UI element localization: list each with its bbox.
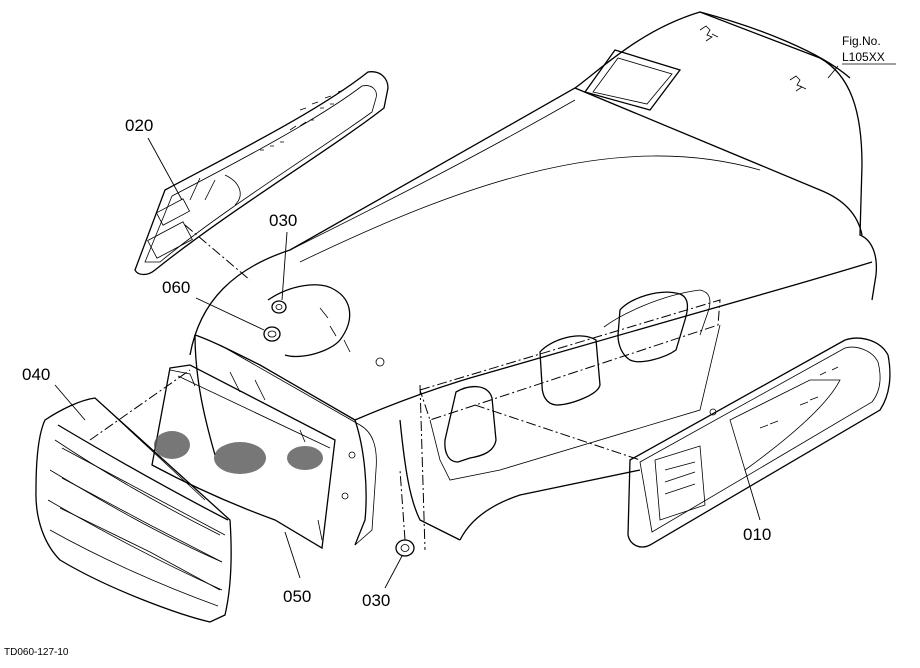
part-030-grommet-lower xyxy=(395,539,415,557)
fig-no-label: Fig.No. xyxy=(842,34,881,48)
part-010-side-panel xyxy=(627,337,891,548)
label-030-lower: 030 xyxy=(362,591,390,610)
part-060-grommet xyxy=(263,326,281,342)
leader-lines xyxy=(54,65,839,589)
part-030-grommet-upper xyxy=(271,300,287,314)
part-040-front-grille xyxy=(35,397,232,623)
label-050: 050 xyxy=(283,587,311,606)
mesh-area-left xyxy=(154,431,190,459)
label-020: 020 xyxy=(125,116,153,135)
part-050-front-panel-screen xyxy=(151,364,336,550)
part-020-meter-panel-cover xyxy=(134,71,389,276)
mesh-area-right xyxy=(287,446,323,470)
drawing-reference: TD060-127-10 xyxy=(4,647,69,658)
label-040: 040 xyxy=(22,365,50,384)
label-010: 010 xyxy=(743,525,771,544)
label-030-upper: 030 xyxy=(269,211,297,230)
label-060: 060 xyxy=(162,278,190,297)
mesh-area-center xyxy=(214,442,266,474)
fig-no-value: L105XX xyxy=(842,50,885,64)
hood-body xyxy=(189,11,878,551)
